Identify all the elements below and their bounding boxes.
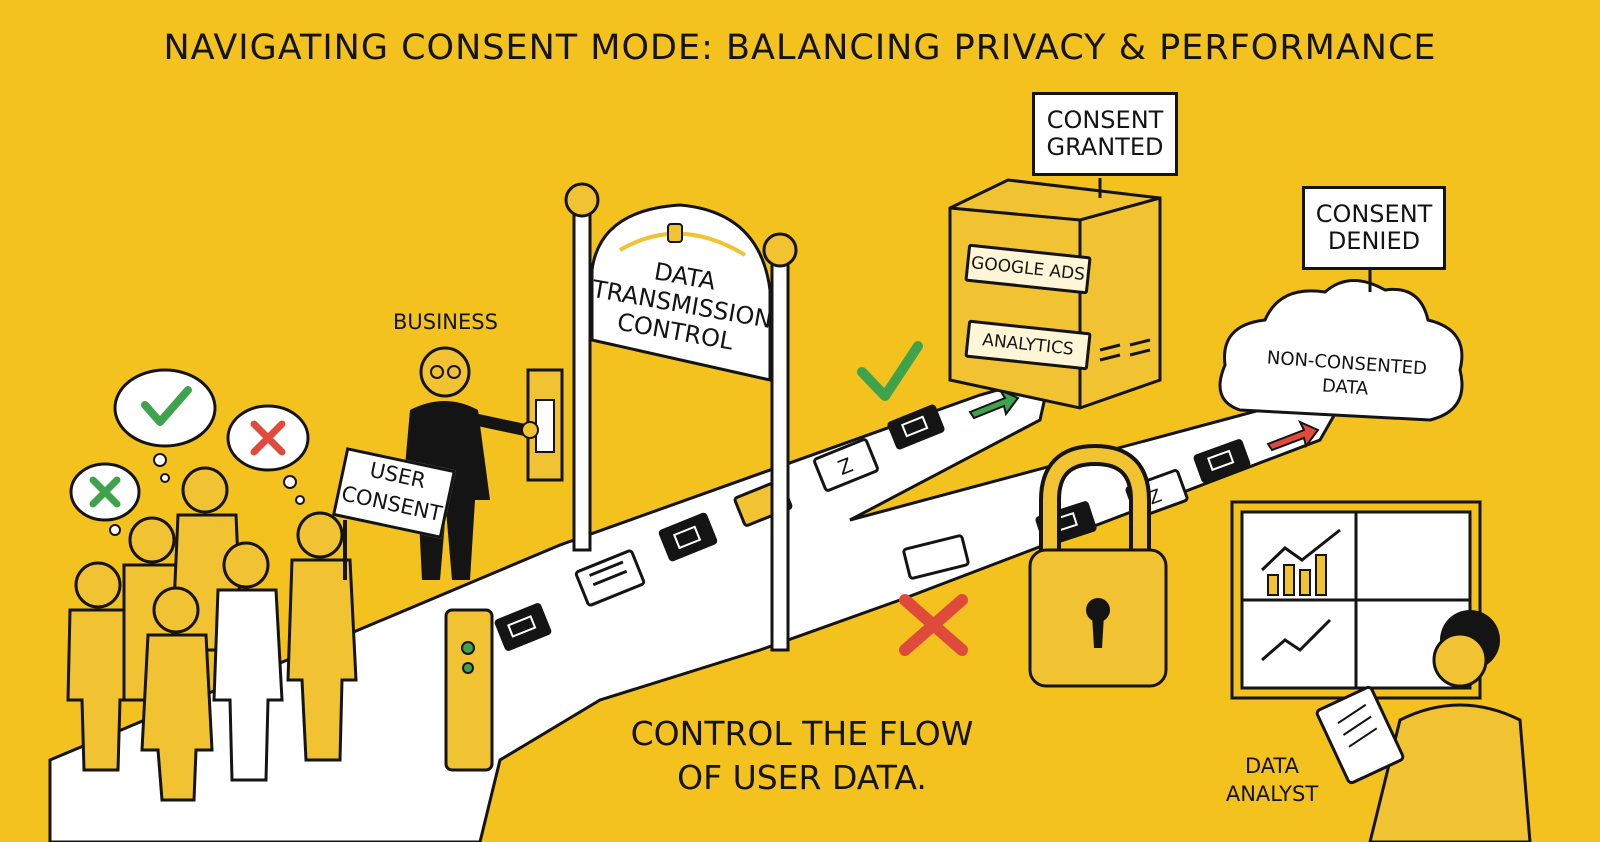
bottom-caption-line-2: OF USER DATA. bbox=[677, 758, 927, 797]
analyst-label-line-2: ANALYST bbox=[1225, 782, 1319, 806]
business-label: BUSINESS bbox=[393, 310, 498, 334]
data-packet-icon: Z bbox=[813, 438, 879, 492]
data-packet-icon bbox=[574, 549, 646, 607]
user-crowd bbox=[66, 466, 358, 802]
consent-granted-sign: CONSENT GRANTED bbox=[1032, 92, 1178, 176]
server-rack-icon bbox=[948, 178, 1162, 410]
consent-granted-line-2: GRANTED bbox=[1046, 133, 1164, 161]
cloud-icon bbox=[1218, 279, 1464, 422]
consent-denied-sign: CONSENT DENIED bbox=[1302, 186, 1446, 270]
bottom-caption-line-1: CONTROL THE FLOW bbox=[630, 714, 974, 753]
person-figure bbox=[212, 541, 284, 782]
data-packet-icon bbox=[658, 512, 718, 562]
x-mark-icon bbox=[89, 476, 121, 508]
page-title: NAVIGATING CONSENT MODE: BALANCING PRIVA… bbox=[163, 28, 1437, 68]
check-mark-icon bbox=[141, 386, 192, 426]
red-arrow-icon bbox=[1266, 419, 1320, 452]
data-analyst-person bbox=[1315, 610, 1532, 842]
person-figure bbox=[140, 586, 214, 802]
check-mark-icon bbox=[857, 341, 923, 401]
gate-arch bbox=[564, 182, 798, 652]
turnstile-icon bbox=[444, 608, 494, 772]
analytics-board-icon bbox=[1230, 500, 1482, 700]
x-mark-icon bbox=[250, 420, 286, 456]
analyst-label: DATA ANALYST bbox=[1212, 752, 1332, 808]
padlock-icon bbox=[1028, 443, 1168, 688]
data-packet-icon bbox=[887, 404, 945, 450]
growth-arrow-icon bbox=[1260, 528, 1341, 572]
consent-granted-line-1: CONSENT bbox=[1046, 106, 1164, 134]
thought-bubble-cross-right bbox=[226, 404, 310, 505]
data-packet-icon bbox=[1193, 439, 1251, 483]
data-packet-icon bbox=[902, 534, 970, 580]
clipboard-icon bbox=[1315, 685, 1405, 785]
thought-bubble-cross-left bbox=[69, 462, 141, 536]
x-mark-icon bbox=[899, 594, 968, 656]
data-packet-icon bbox=[494, 603, 552, 651]
consent-denied-line-2: DENIED bbox=[1327, 227, 1421, 255]
bottom-caption: CONTROL THE FLOW OF USER DATA. bbox=[592, 712, 1012, 800]
person-figure bbox=[66, 561, 134, 772]
person-figure bbox=[286, 511, 358, 762]
thought-bubble-check bbox=[113, 368, 217, 483]
consent-denied-line-1: CONSENT bbox=[1315, 200, 1433, 228]
analyst-label-line-1: DATA bbox=[1244, 754, 1300, 778]
green-arrow-icon bbox=[968, 387, 1020, 420]
